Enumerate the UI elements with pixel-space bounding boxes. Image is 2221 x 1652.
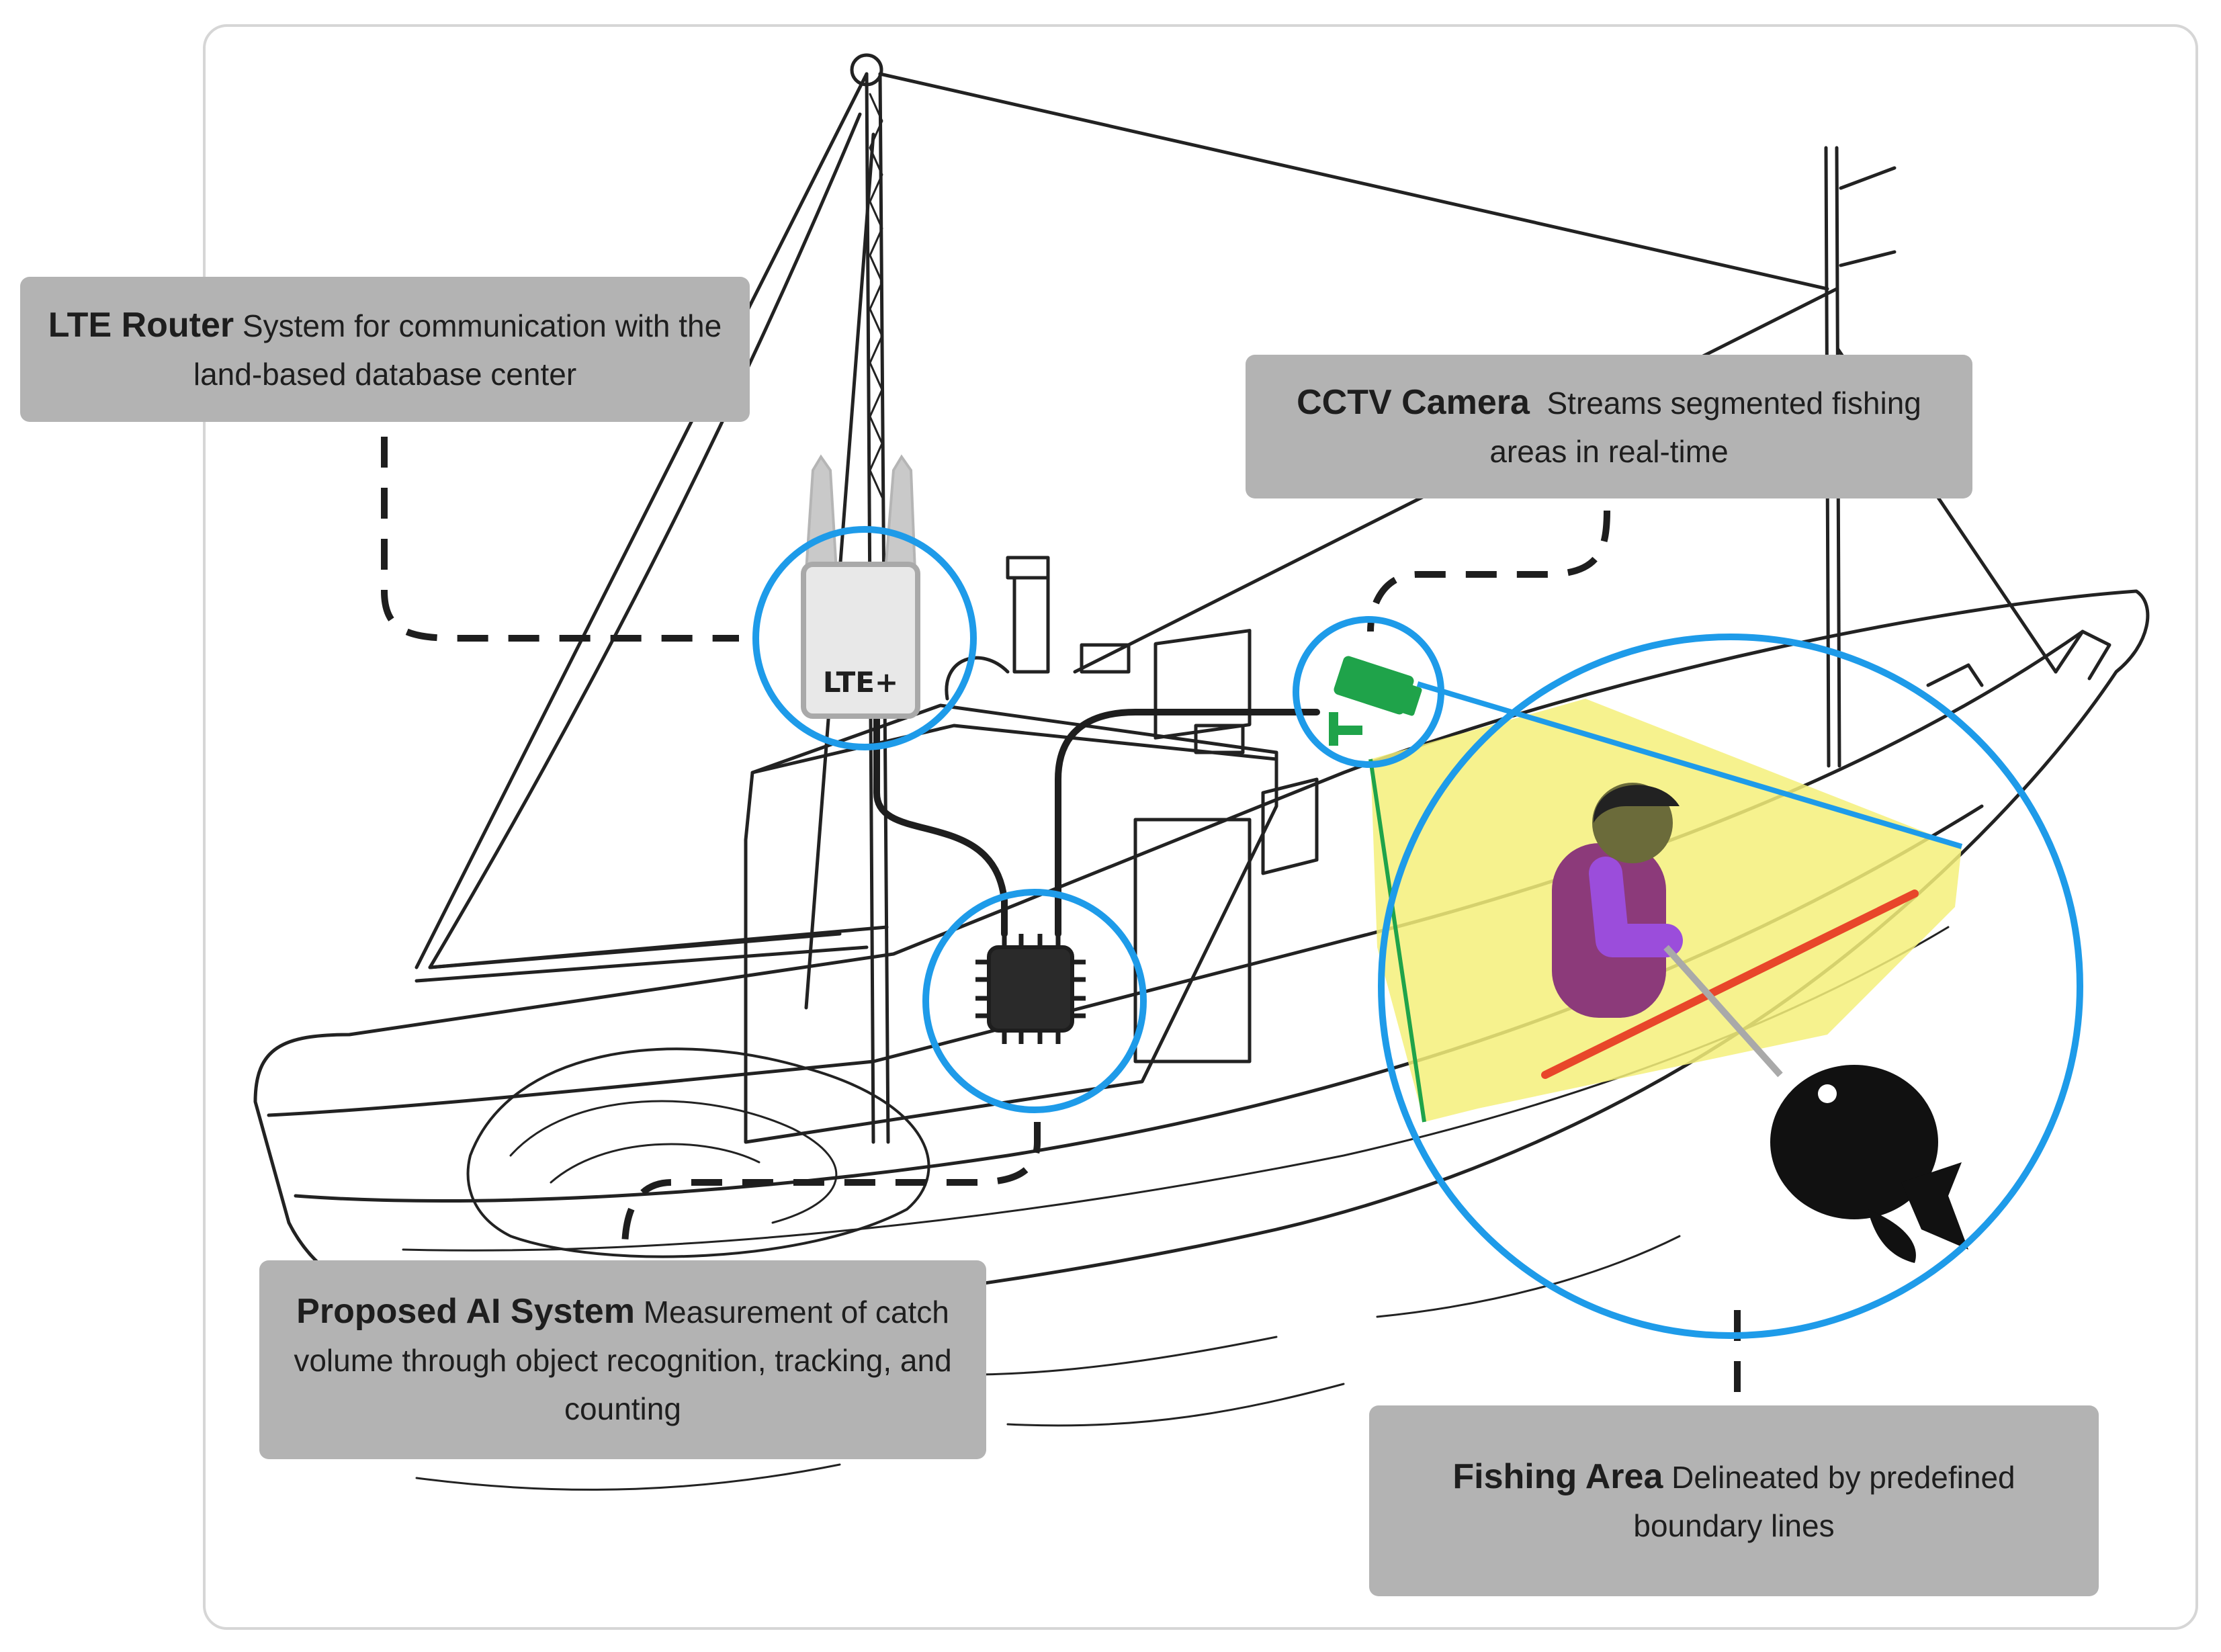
chip-icon	[975, 934, 1086, 1044]
ai-system-text: Measurement of catch volume through obje…	[294, 1294, 952, 1426]
lte-router-callout: LTE Router System for communication with…	[20, 277, 750, 422]
camera-view-edge	[1368, 758, 1426, 1123]
fishing-area-callout: Fishing Area Delineated by predefined bo…	[1369, 1405, 2099, 1596]
lte-router-title: LTE Router	[48, 305, 234, 345]
lte-router-ring	[752, 526, 977, 750]
cctv-camera-text: Streams segmented fishing areas in real-…	[1489, 385, 1921, 469]
lte-router-text: System for communication with the land-b…	[193, 308, 722, 392]
fish-icon	[1770, 1065, 1968, 1263]
fishing-area-ring	[1378, 634, 2083, 1339]
router-label: LTE+	[823, 666, 898, 699]
lte-router-icon: LTE+	[801, 454, 920, 719]
cctv-camera-icon	[1329, 656, 1422, 746]
cables	[873, 709, 1320, 937]
fisher-icon	[1552, 783, 1783, 1078]
highlight-rings	[752, 526, 2083, 1339]
ai-system-callout: Proposed AI System Measurement of catch …	[259, 1260, 986, 1459]
cctv-camera-ring	[1293, 616, 1444, 768]
dashed-connectors	[381, 437, 1741, 1397]
fishing-area-title: Fishing Area	[1452, 1457, 1663, 1496]
ai-system-ring	[922, 889, 1147, 1113]
cctv-camera-title: CCTV Camera	[1297, 382, 1530, 422]
boundary-line	[1541, 889, 1919, 1079]
cctv-camera-callout: CCTV Camera Streams segmented fishing ar…	[1246, 355, 1972, 498]
fishing-area-text: Delineated by predefined boundary lines	[1633, 1459, 2015, 1543]
ai-system-title: Proposed AI System	[296, 1291, 635, 1331]
camera-view-edge	[1416, 681, 1963, 849]
